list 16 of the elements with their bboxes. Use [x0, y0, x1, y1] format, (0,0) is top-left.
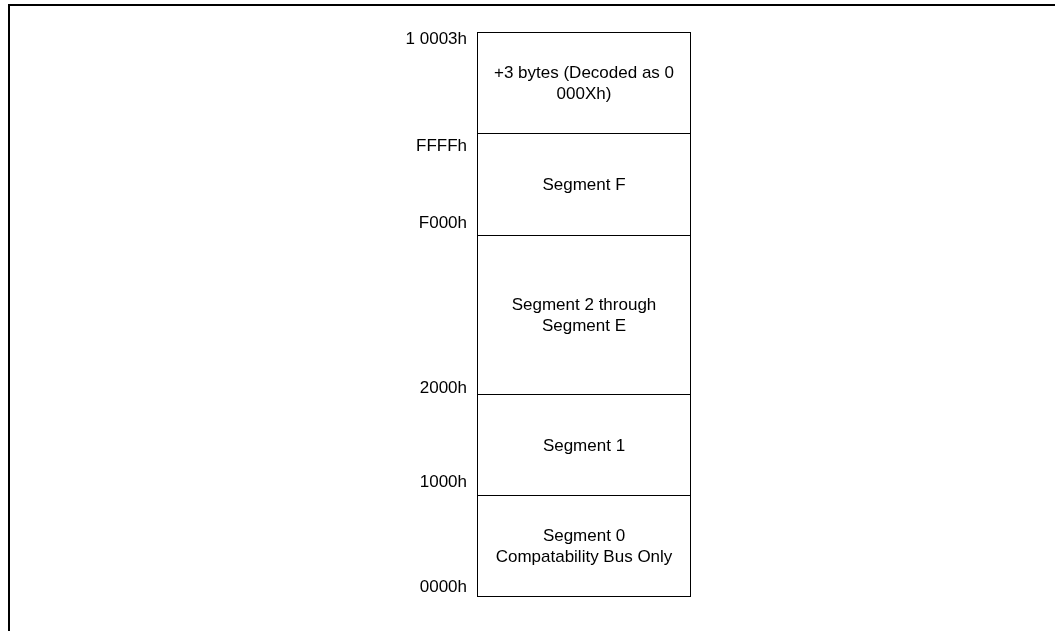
memory-segment-box [477, 394, 691, 496]
segment-label: Segment 2 through Segment E [510, 294, 658, 336]
address-label: 1000h [419, 471, 467, 492]
address-label: 0000h [419, 576, 467, 597]
segment-label: Segment F [542, 174, 626, 195]
memory-segment-box [477, 32, 691, 134]
memory-segment-box [477, 495, 691, 597]
segment-label: Segment 1 [542, 434, 626, 456]
address-label: F000h [418, 212, 467, 233]
segment-label: Segment 0 Compatability Bus Only [494, 525, 674, 567]
memory-segment-box [477, 235, 691, 395]
address-label: FFFFh [416, 135, 467, 156]
segment-label: +3 bytes (Decoded as 0 000Xh) [493, 62, 675, 104]
address-label: 1 0003h [405, 28, 467, 49]
address-label: 2000h [419, 377, 467, 398]
memory-segment-box [477, 133, 691, 236]
